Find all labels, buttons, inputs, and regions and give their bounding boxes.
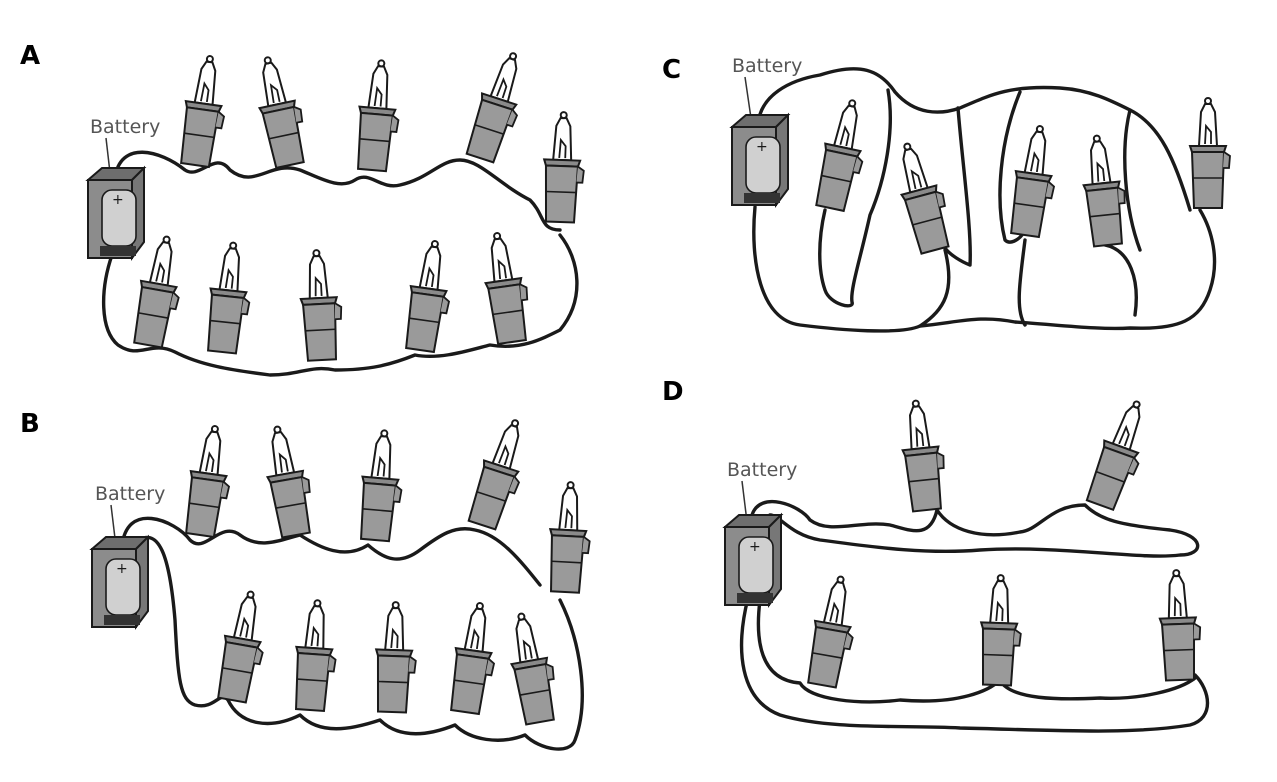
bulbs-b	[181, 413, 594, 727]
panel-d: D Battery	[662, 377, 1210, 733]
battery-label-d: Battery	[727, 459, 797, 481]
panel-letter-d: D	[662, 377, 684, 407]
bulb-icon	[477, 229, 535, 346]
bulb-icon	[129, 232, 190, 350]
battery-icon	[724, 514, 782, 606]
battery-icon	[87, 167, 145, 259]
battery-icon	[731, 114, 789, 206]
bulb-icon	[546, 480, 594, 595]
bulb-icon	[978, 573, 1024, 687]
bulb-icon	[502, 608, 563, 727]
battery-b	[91, 536, 149, 628]
bulb-icon	[1077, 132, 1131, 248]
panel-letter-c: C	[662, 55, 681, 85]
bulb-icon	[248, 51, 313, 170]
panel-c: C Battery	[662, 55, 1231, 333]
bulb-icon	[203, 239, 257, 356]
panel-a: A Battery	[20, 41, 587, 377]
bulb-icon	[373, 600, 419, 714]
panel-letter-b: B	[20, 409, 40, 439]
bulbs-d	[803, 394, 1203, 690]
bulb-icon	[896, 397, 950, 513]
battery-c	[731, 114, 789, 206]
bulb-icon	[1082, 394, 1160, 514]
bulb-icon	[803, 572, 864, 690]
bulb-icon	[1189, 97, 1231, 209]
battery-label-c: Battery	[732, 55, 802, 77]
bulb-icon	[176, 52, 234, 170]
bulb-icon	[356, 427, 408, 543]
bulb-icon	[297, 247, 345, 362]
panel-letter-a: A	[20, 41, 40, 71]
bulb-icon	[213, 587, 274, 705]
bulb-icon	[1157, 568, 1203, 682]
battery-icon	[91, 536, 149, 628]
bulb-icon	[1006, 122, 1064, 240]
bulb-icon	[463, 413, 538, 533]
bulb-icon	[291, 598, 341, 713]
bulb-icon	[888, 137, 958, 256]
bulb-icon	[181, 422, 239, 540]
battery-label-b: Battery	[95, 483, 165, 505]
bulb-icon	[353, 57, 405, 173]
bulbs-a	[129, 46, 587, 362]
battery-label-a: Battery	[90, 116, 160, 138]
panel-b: B Battery	[20, 409, 594, 751]
bulb-icon	[401, 237, 459, 355]
bulb-icon	[811, 95, 876, 214]
battery-a	[87, 167, 145, 259]
bulb-icon	[446, 599, 504, 717]
bulb-icon	[461, 46, 536, 166]
battery-d	[724, 514, 782, 606]
bulb-icon	[258, 421, 319, 540]
bulb-icon	[541, 110, 587, 224]
